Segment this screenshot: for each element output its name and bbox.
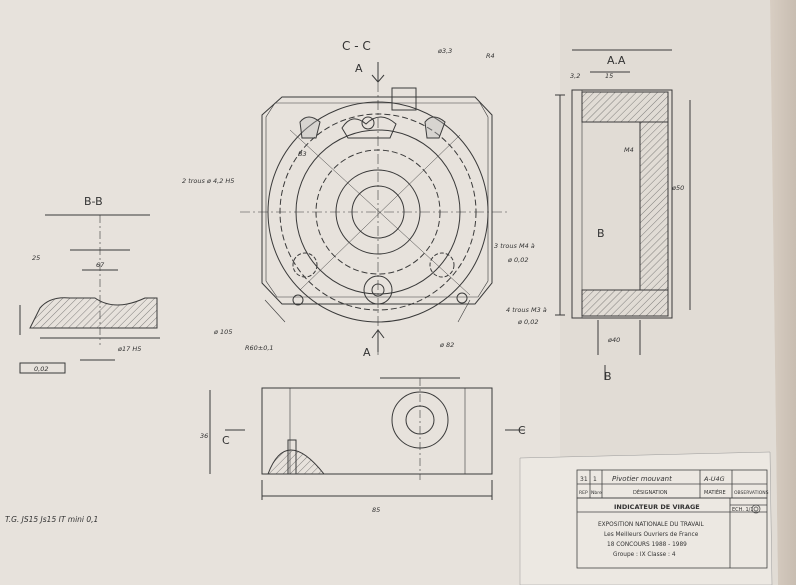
paper-shade [560, 0, 778, 585]
cut-b-bottom-label: B [604, 370, 612, 383]
dim-r4: R4 [486, 52, 495, 60]
cut-c-right-label: C [518, 424, 526, 437]
col-material: MATIÈRE [704, 488, 726, 496]
view-aa [555, 49, 691, 380]
view-bb [19, 214, 160, 374]
col-rep: REP [579, 490, 588, 496]
dim-b3: B3 [298, 150, 307, 158]
title-block: 31 1 Pivotier mouvant A-U4G REP Nbre DÉS… [519, 451, 773, 585]
projection-symbol [751, 504, 761, 514]
cut-b-right-label: B [597, 227, 605, 240]
dim-phi17: ø17 H5 [117, 345, 141, 353]
dim-m4: M4 [624, 146, 634, 154]
row-qty: 1 [593, 476, 597, 483]
dim-36: 36 [200, 432, 208, 440]
general-tolerance-note: T.G. JS15 Js15 IT mini 0,1 [5, 515, 98, 524]
row-designation: Pivotier mouvant [612, 475, 672, 483]
dim-67: 67 [96, 261, 105, 269]
annotation-three-holes: 3 trous M4 à [494, 242, 535, 250]
dim-phi40: ø40 [607, 336, 620, 344]
row-material: A-U4G [703, 475, 725, 483]
cut-a-top-label: A [355, 62, 363, 75]
section-aa-label: A.A [607, 54, 626, 67]
dim-25: 25 [32, 254, 40, 262]
dim-phi3: ø3,3 [437, 47, 452, 55]
dim-r60: R60±0,1 [245, 344, 274, 352]
dim-85: 85 [372, 506, 380, 514]
section-cc-label: C - C [342, 39, 371, 53]
section-bb-label: B-B [84, 195, 103, 208]
scale: ECH. 1/1 [732, 507, 754, 513]
exposition-line-1: EXPOSITION NATIONALE DU TRAVAIL [598, 522, 705, 528]
col-nbre: Nbre [591, 490, 602, 496]
dim-phi50: ø50 [671, 184, 684, 192]
cut-a-markers [371, 62, 385, 352]
annotation-two-holes: 2 trous ø 4,2 H5 [182, 177, 234, 185]
exposition-line-4: Groupe : IX Classe : 4 [613, 552, 676, 558]
tolerance-cc-a: ø 0,02 [507, 256, 529, 264]
row-rep: 31 [580, 476, 588, 483]
exposition-line-3: 18 CONCOURS 1988 - 1989 [607, 542, 687, 548]
drawing-title: INDICATEUR DE VIRAGE [614, 503, 700, 511]
col-designation: DÉSIGNATION [633, 488, 668, 496]
cut-a-bottom-label: A [363, 346, 371, 359]
col-observations: OBSERVATIONS [734, 490, 769, 496]
dim-15: 15 [605, 72, 613, 80]
tolerance-bb: 0,02 [34, 365, 48, 373]
dim-phi105: ø 105 [213, 328, 232, 336]
annotation-four-holes: 4 trous M3 à [506, 306, 547, 314]
view-cc [240, 64, 510, 355]
exposition-line-2: Les Meilleurs Ouvriers de France [604, 532, 699, 538]
tolerance-cc-b: ø 0,02 [517, 318, 539, 326]
cut-c-left-label: C [222, 434, 230, 447]
dim-phi82: ø 82 [439, 341, 454, 349]
dim-32: 3,2 [570, 72, 580, 80]
view-bottom [209, 377, 525, 500]
